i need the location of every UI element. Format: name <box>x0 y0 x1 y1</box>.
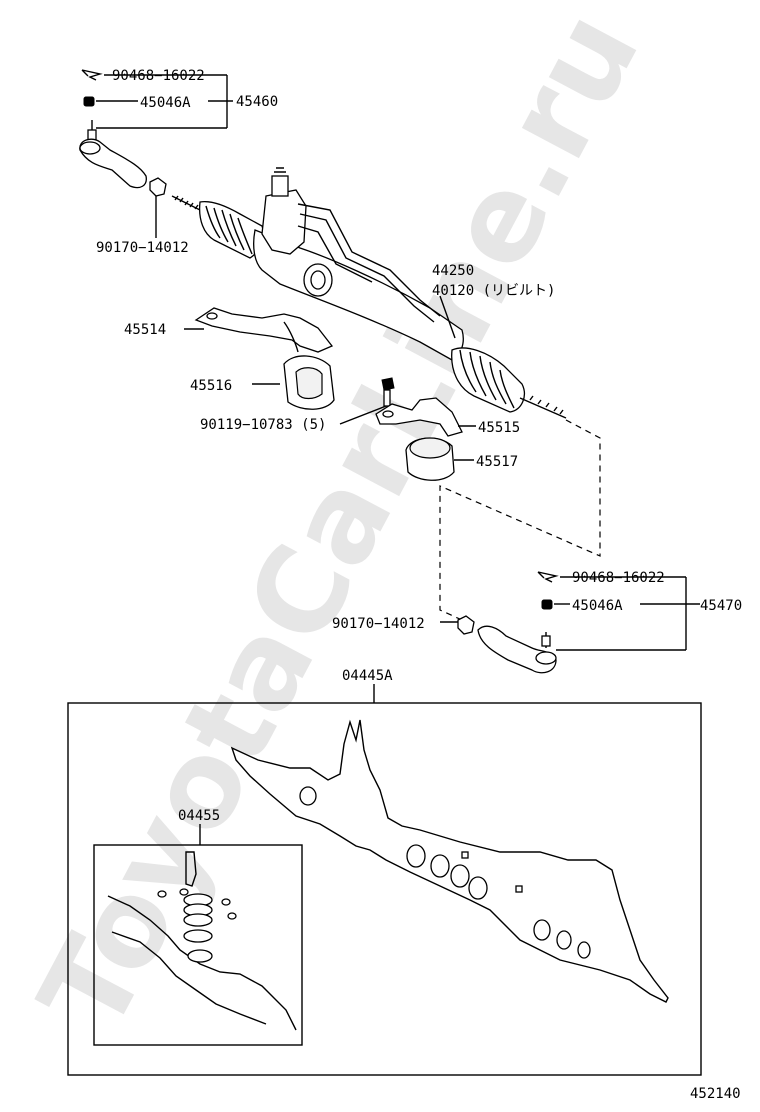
tie-rod-end-left <box>79 69 167 197</box>
label-90170-14012-right: 90170−14012 <box>332 616 425 632</box>
label-45514: 45514 <box>124 322 166 338</box>
label-45517: 45517 <box>476 454 518 470</box>
label-90170-14012-top: 90170−14012 <box>96 240 189 256</box>
label-04445A: 04445A <box>342 668 393 684</box>
nut-icon <box>83 96 95 107</box>
connection-line <box>439 419 601 621</box>
bracket-45515 <box>375 397 463 437</box>
bushing-45516 <box>283 355 335 410</box>
label-40120: 40120 (リビルト) <box>432 283 555 299</box>
nut-icon <box>541 599 553 610</box>
label-90468-16022-top: 90468−16022 <box>112 68 205 84</box>
label-45046A-right: 45046A <box>572 598 623 614</box>
label-44250: 44250 <box>432 263 474 279</box>
tie-rod-end-right <box>457 571 559 674</box>
kit-box-04455 <box>93 844 303 1046</box>
label-90468-16022-right: 90468−16022 <box>572 570 665 586</box>
valve-seal-kit <box>107 851 297 1031</box>
label-90119-10783: 90119−10783 (5) <box>200 417 326 433</box>
diagram-id: 452140 <box>690 1086 741 1102</box>
lock-nut-icon <box>149 177 167 197</box>
label-45046A-top: 45046A <box>140 95 191 111</box>
label-45470: 45470 <box>700 598 742 614</box>
steering-rack-assembly <box>171 167 567 419</box>
label-04455: 04455 <box>178 808 220 824</box>
cotter-pin-icon <box>537 571 559 583</box>
rack-housing-phantom <box>230 719 669 1003</box>
label-45515: 45515 <box>478 420 520 436</box>
lock-nut-icon <box>457 615 475 635</box>
cotter-pin-icon <box>81 69 103 81</box>
label-45516: 45516 <box>190 378 232 394</box>
label-45460: 45460 <box>236 94 278 110</box>
kit-box-04445A <box>67 702 702 1076</box>
bolt-90119-10783 <box>381 377 395 407</box>
bracket-45514 <box>194 307 334 353</box>
bushing-45517 <box>405 437 455 481</box>
